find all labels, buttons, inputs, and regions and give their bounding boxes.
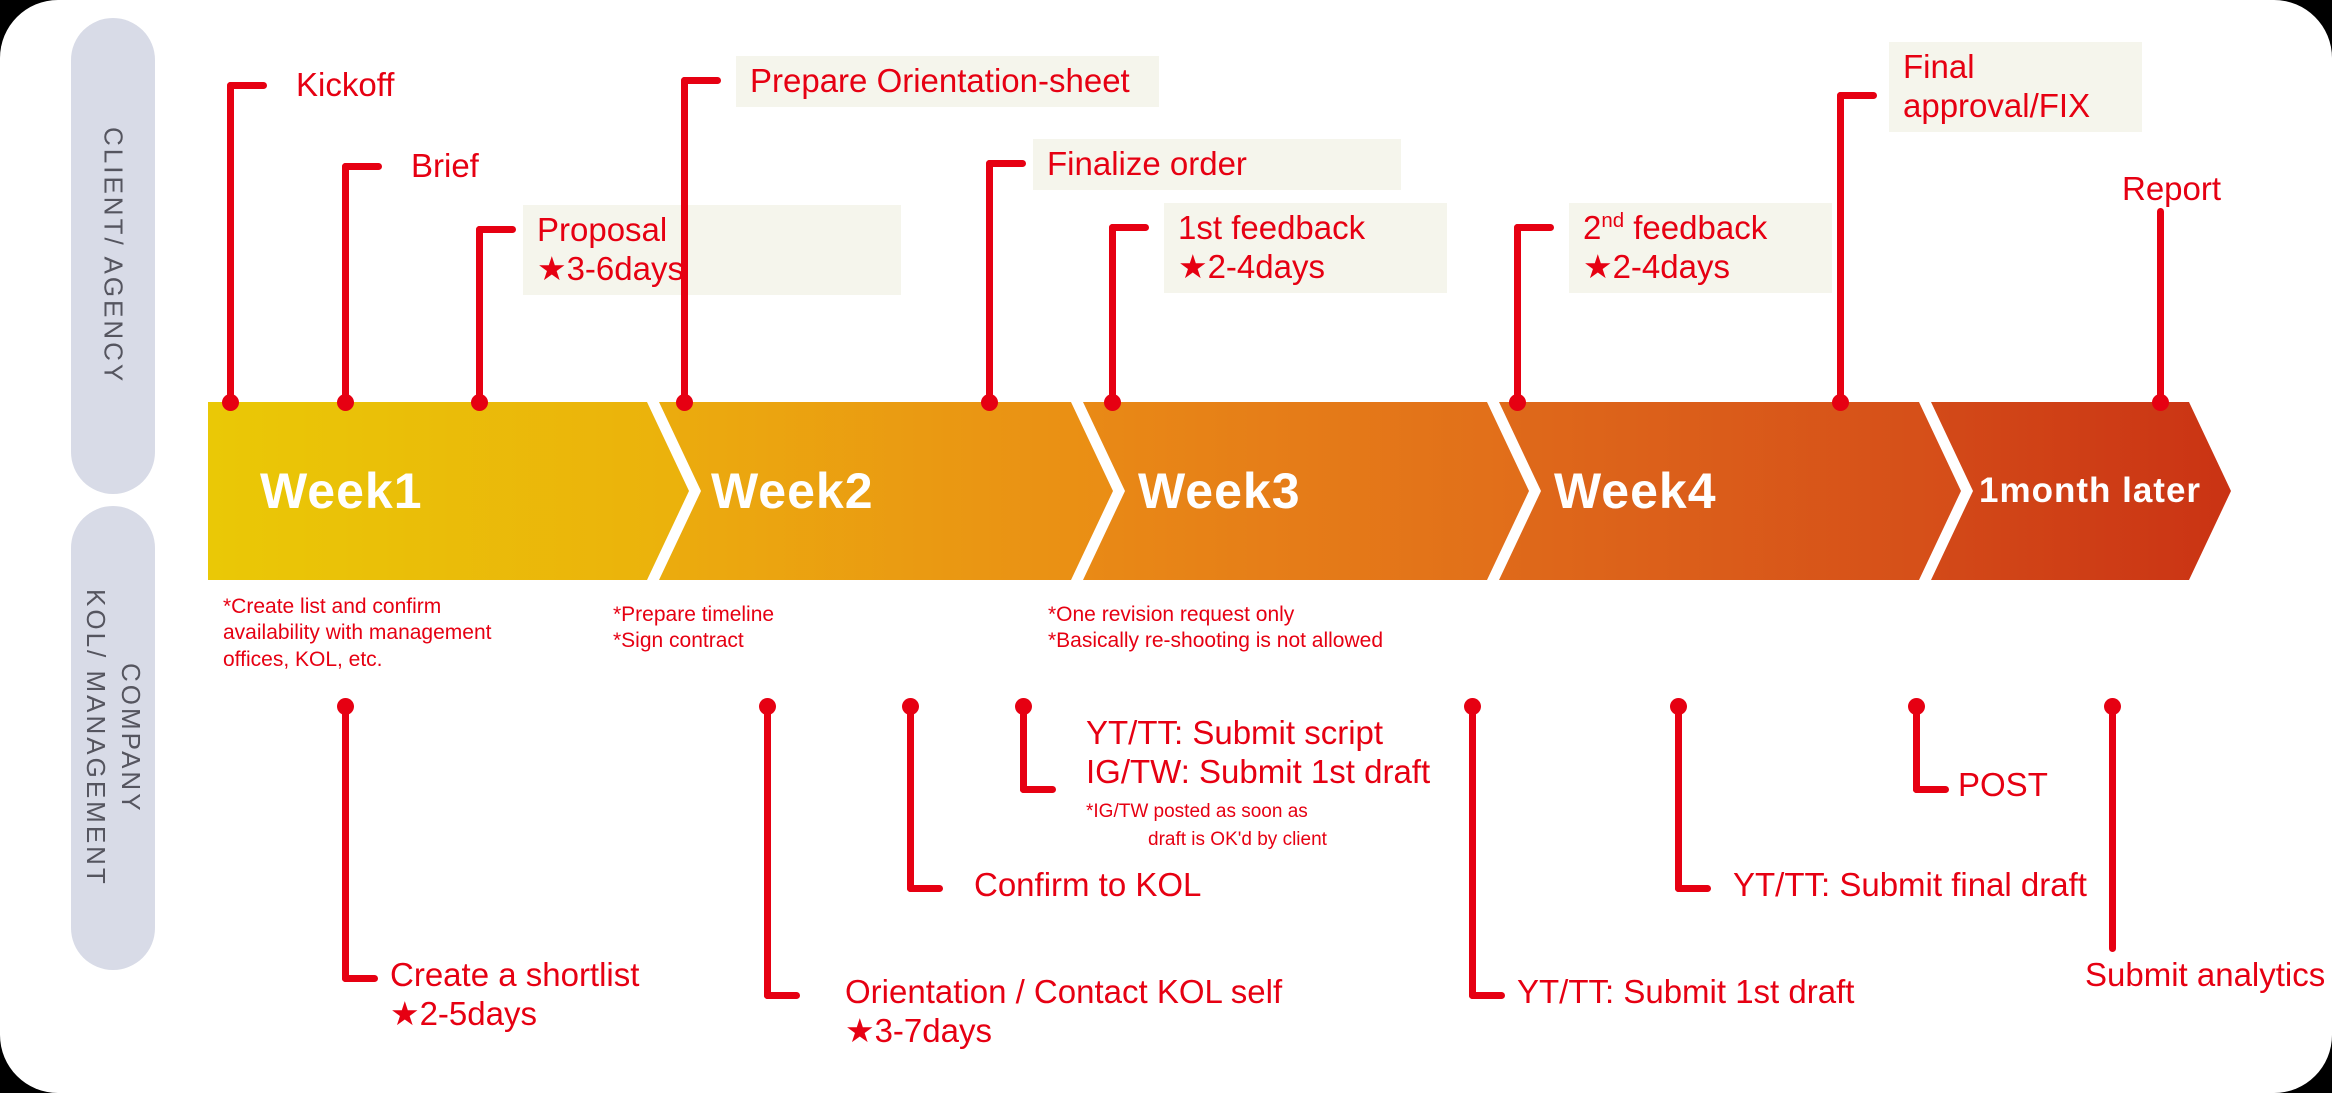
label-orientation-sheet: Prepare Orientation-sheet <box>736 56 1159 107</box>
lane-kol-management: KOL/ MANAGEMENT COMPANY <box>71 506 155 970</box>
marker-stem <box>342 706 349 982</box>
lane-kol-management-label: KOL/ MANAGEMENT COMPANY <box>78 589 148 887</box>
lane-kol-line-2: COMPANY <box>116 662 147 814</box>
marker-arm <box>1913 786 1949 793</box>
marker-stem <box>2157 208 2164 402</box>
label-confirm-kol: Confirm to KOL <box>974 866 1202 903</box>
marker-stem <box>681 77 688 402</box>
timeline-dot <box>1104 394 1121 411</box>
marker-arm <box>342 163 382 170</box>
marker-arm <box>476 226 516 233</box>
marker-stem <box>1837 92 1844 402</box>
label-first-feedback: 1st feedback ★2-4days <box>1164 203 1447 293</box>
label-submit-analytics: Submit analytics <box>2085 956 2326 993</box>
marker-arm <box>1020 786 1056 793</box>
marker-stem <box>1675 706 1682 892</box>
timeline-dot <box>676 394 693 411</box>
marker-arm <box>1469 992 1505 999</box>
marker-stem <box>1514 224 1521 402</box>
marker-arm <box>227 82 267 89</box>
marker-arm <box>342 975 378 982</box>
marker-arm <box>1109 224 1149 231</box>
marker-stem <box>342 163 349 402</box>
label-submit-final-draft: YT/TT: Submit final draft <box>1733 866 2087 903</box>
marker-stem <box>1469 706 1476 999</box>
label-second-feedback: 2nd feedback ★2-4days <box>1569 203 1832 293</box>
timeline-dot <box>1509 394 1526 411</box>
marker-arm <box>1514 224 1554 231</box>
timeline-segment-week4: Week4 <box>1499 402 1961 580</box>
marker-arm <box>907 885 943 892</box>
marker-stem <box>907 706 914 892</box>
marker-arm <box>1837 92 1877 99</box>
label-proposal: Proposal ★3-6days <box>523 205 901 295</box>
marker-stem <box>1020 706 1027 793</box>
note-week1: *Create list and confirm availability wi… <box>223 595 492 671</box>
marker-stem <box>476 226 483 402</box>
footnote-submit-script: *IG/TW posted as soon as draft is OK'd b… <box>1086 801 1327 850</box>
timeline-segment-week1-label: Week1 <box>260 463 423 519</box>
lane-client-agency-label: CLIENT/ AGENCY <box>95 127 130 384</box>
timeline-dot <box>2152 394 2169 411</box>
label-create-shortlist: Create a shortlist ★2-5days <box>390 956 640 1032</box>
marker-stem <box>227 82 234 402</box>
label-report: Report <box>2122 170 2222 207</box>
marker-arm <box>1675 885 1711 892</box>
timeline-segment-week3-label: Week3 <box>1138 463 1301 519</box>
marker-arm <box>681 77 721 84</box>
label-brief: Brief <box>411 147 479 184</box>
marker-stem <box>2109 706 2116 952</box>
marker-stem <box>986 160 993 402</box>
marker-stem <box>764 706 771 999</box>
label-post: POST <box>1958 766 2048 803</box>
timeline-segment-week1: Week1 <box>208 402 689 580</box>
timeline-dot <box>337 394 354 411</box>
timeline-segment-1month-later: 1month later <box>1931 402 2231 580</box>
marker-stem <box>1913 706 1920 793</box>
timeline-dot <box>981 394 998 411</box>
marker-arm <box>986 160 1026 167</box>
timeline-segment-1month-later-label: 1month later <box>1979 471 2202 510</box>
marker-stem <box>1109 224 1116 402</box>
label-finalize-order: Finalize order <box>1033 139 1401 190</box>
timeline-dot <box>1832 394 1849 411</box>
label-kickoff: Kickoff <box>296 66 395 103</box>
timeline-segment-week2-label: Week2 <box>711 463 874 519</box>
timeline-segment-week3: Week3 <box>1083 402 1529 580</box>
note-week3: *One revision request only *Basically re… <box>1048 603 1384 653</box>
timeline-segment-week4-label: Week4 <box>1554 463 1717 519</box>
label-final-approval: Final approval/FIX <box>1889 42 2142 132</box>
label-orientation-contact: Orientation / Contact KOL self ★3-7days <box>845 973 1283 1049</box>
lane-client-line: CLIENT/ AGENCY <box>98 127 129 385</box>
timeline-segment-week2: Week2 <box>659 402 1113 580</box>
label-submit-first-draft: YT/TT: Submit 1st draft <box>1517 973 1855 1010</box>
lane-kol-line-1: KOL/ MANAGEMENT <box>81 589 111 887</box>
marker-arm <box>764 992 800 999</box>
label-submit-script: YT/TT: Submit script IG/TW: Submit 1st d… <box>1086 714 1431 790</box>
timeline-dot <box>471 394 488 411</box>
lane-client-agency: CLIENT/ AGENCY <box>71 18 155 494</box>
note-week2: *Prepare timeline *Sign contract <box>613 603 775 653</box>
timeline-dot <box>222 394 239 411</box>
